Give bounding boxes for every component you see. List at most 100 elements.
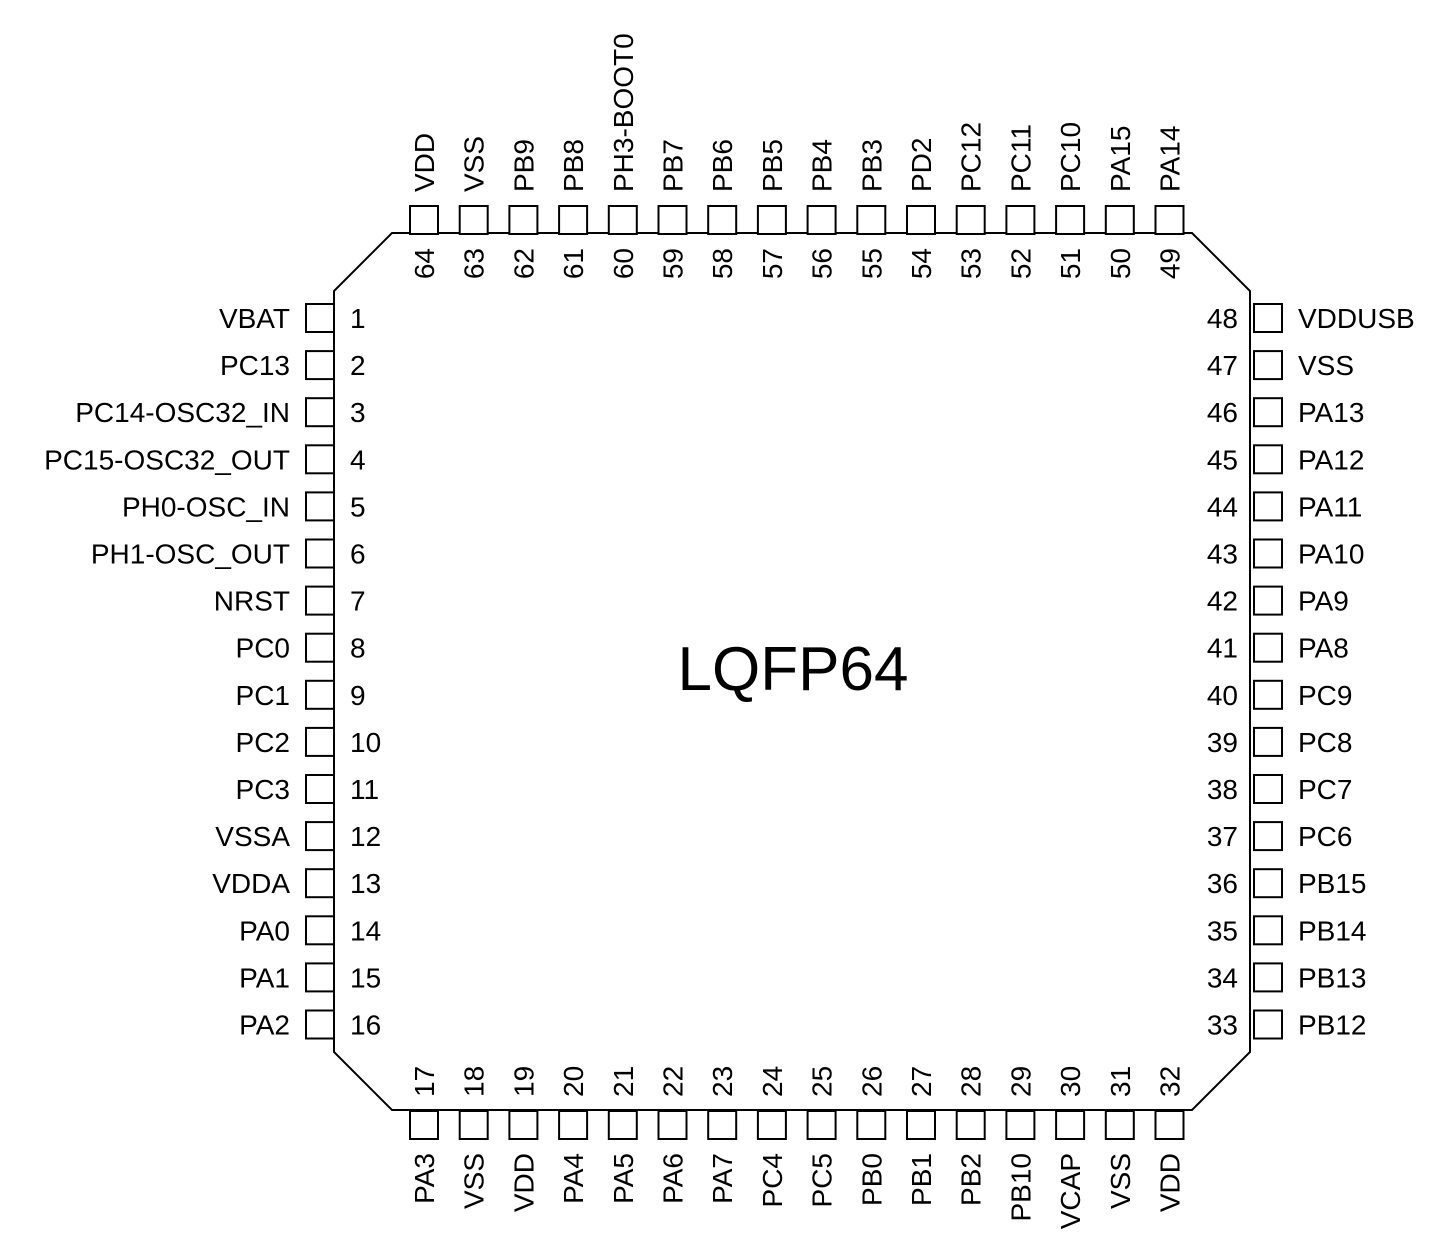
pin-name: PC13: [220, 350, 290, 381]
pin-name: PA14: [1155, 126, 1186, 192]
pin-name: PA10: [1298, 539, 1364, 570]
pin-name: PA15: [1105, 126, 1136, 192]
pin-number: 9: [350, 680, 366, 711]
pin-number: 14: [350, 915, 381, 946]
pin-name: VSS: [459, 136, 490, 192]
pin-pad-40: [1253, 679, 1283, 710]
pin-number: 62: [508, 248, 539, 279]
pin-name: PB4: [807, 139, 838, 192]
pin-name: NRST: [214, 586, 290, 617]
pin-pad-18: [458, 1110, 489, 1140]
pin-number: 19: [508, 1066, 539, 1097]
pin-pad-9: [305, 679, 335, 710]
pin-name: PC5: [807, 1153, 838, 1207]
pin-number: 50: [1105, 248, 1136, 279]
pin-number: 53: [956, 248, 987, 279]
pin-pad-25: [806, 1110, 837, 1140]
pin-number: 30: [1055, 1066, 1086, 1097]
pin-pad-51: [1055, 205, 1086, 235]
pin-number: 36: [1207, 868, 1238, 899]
pin-name: PC10: [1055, 122, 1086, 192]
pin-name: VDD: [1155, 1153, 1186, 1212]
pin-name: PA2: [239, 1010, 290, 1041]
pin-name: PA12: [1298, 444, 1364, 475]
pin-pad-28: [955, 1110, 986, 1140]
pin-number: 21: [608, 1066, 639, 1097]
pin-number: 18: [459, 1066, 490, 1097]
pin-pad-13: [305, 868, 335, 899]
pin-pad-30: [1055, 1110, 1086, 1140]
pin-number: 28: [956, 1066, 987, 1097]
pin-name: PB14: [1298, 915, 1367, 946]
pin-pad-62: [508, 205, 539, 235]
pin-name: VDD: [508, 1153, 539, 1212]
pin-pad-34: [1253, 962, 1283, 993]
pin-number: 12: [350, 821, 381, 852]
pin-name: PC14-OSC32_IN: [75, 397, 290, 428]
pin-pad-15: [305, 962, 335, 993]
pin-number: 16: [350, 1010, 381, 1041]
pin-name: VDDUSB: [1298, 303, 1415, 334]
pin-pad-29: [1005, 1110, 1036, 1140]
pin-name: PB13: [1298, 962, 1367, 993]
pin-number: 5: [350, 491, 366, 522]
pin-name: PB6: [707, 139, 738, 192]
pin-number: 15: [350, 962, 381, 993]
pin-pad-26: [856, 1110, 887, 1140]
pin-pad-14: [305, 915, 335, 946]
pin-number: 10: [350, 727, 381, 758]
pin-number: 60: [608, 248, 639, 279]
pin-name: PC7: [1298, 774, 1352, 805]
pin-pad-5: [305, 491, 335, 522]
pin-name: PD2: [906, 138, 937, 192]
pin-number: 2: [350, 350, 366, 381]
pin-pad-35: [1253, 915, 1283, 946]
pin-number: 56: [807, 248, 838, 279]
pin-number: 48: [1207, 303, 1238, 334]
pin-name: PB12: [1298, 1010, 1367, 1041]
pin-name: PA0: [239, 915, 290, 946]
pin-number: 33: [1207, 1010, 1238, 1041]
pin-name: PA1: [239, 962, 290, 993]
pin-number: 22: [658, 1066, 689, 1097]
pin-pad-63: [458, 205, 489, 235]
pin-pad-45: [1253, 444, 1283, 475]
pin-pad-47: [1253, 350, 1283, 381]
pin-pad-58: [707, 205, 738, 235]
pin-pad-43: [1253, 538, 1283, 569]
pin-number: 11: [350, 774, 379, 805]
pin-number: 4: [350, 444, 366, 475]
pin-number: 17: [409, 1066, 440, 1097]
pin-pad-50: [1104, 205, 1135, 235]
pin-number: 35: [1207, 915, 1238, 946]
pin-pad-42: [1253, 585, 1283, 616]
pin-name: PC11: [1005, 124, 1036, 192]
pin-name: PC15-OSC32_OUT: [44, 444, 290, 475]
pin-number: 51: [1055, 248, 1086, 279]
pin-pad-12: [305, 821, 335, 852]
pin-pad-7: [305, 585, 335, 616]
pin-name: VDD: [409, 133, 440, 192]
pin-number: 26: [856, 1066, 887, 1097]
pin-name: PA5: [608, 1153, 639, 1204]
pin-name: PC12: [956, 122, 987, 192]
pin-name: PA4: [558, 1153, 589, 1204]
pin-pad-61: [558, 205, 589, 235]
pin-number: 20: [558, 1066, 589, 1097]
pin-pad-49: [1154, 205, 1185, 235]
pin-number: 43: [1207, 539, 1238, 570]
pin-pad-2: [305, 350, 335, 381]
pin-name: PA8: [1298, 633, 1349, 664]
pin-name: PC2: [236, 727, 290, 758]
pin-pad-41: [1253, 632, 1283, 663]
pin-name: PA6: [658, 1153, 689, 1204]
pin-pad-54: [906, 205, 936, 235]
pin-name: VSS: [1298, 350, 1354, 381]
pin-pad-53: [955, 205, 986, 235]
pin-pad-36: [1253, 868, 1283, 899]
pin-pad-38: [1253, 774, 1283, 804]
pin-pad-56: [806, 205, 837, 235]
pin-number: 39: [1207, 727, 1238, 758]
pin-name: PB0: [856, 1153, 887, 1206]
